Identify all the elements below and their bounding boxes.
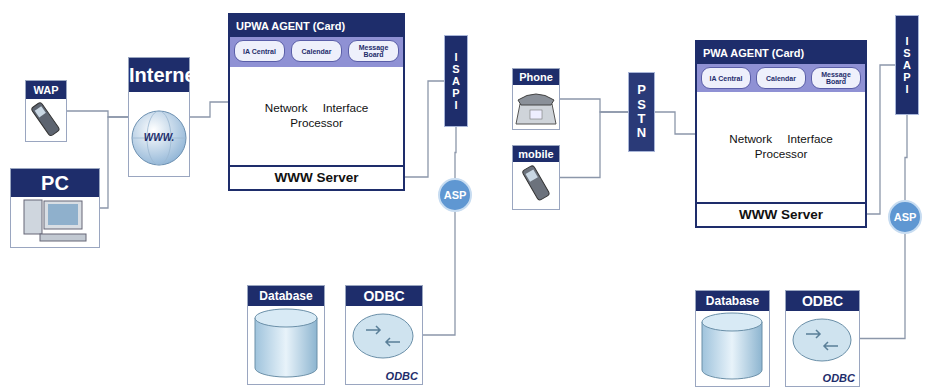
agent-card: PWA AGENT (Card) IA Central Calendar Messag… xyxy=(695,40,867,228)
node-label: PSTN xyxy=(636,83,646,140)
module-pill: Message Board xyxy=(348,40,399,62)
desk-phone-icon xyxy=(516,94,556,124)
vertical-bar: PSTN xyxy=(628,72,655,152)
database-cylinder xyxy=(255,309,317,377)
asp-circle: ASP xyxy=(888,200,922,234)
module-pill: IA Central xyxy=(234,40,285,62)
connector-line xyxy=(190,102,228,117)
labelled-icon-box: Database xyxy=(247,285,325,385)
node-label: WWW Server xyxy=(230,167,403,189)
mobile-phone-icon xyxy=(522,165,550,201)
connector-line xyxy=(67,111,128,117)
node-label: PC xyxy=(11,169,99,197)
connector-line xyxy=(455,127,456,178)
vertical-bar: ISAPI xyxy=(444,35,468,127)
node-label: ASP xyxy=(894,211,917,223)
vertical-bar: ISAPI xyxy=(895,15,919,115)
connector-line xyxy=(905,115,907,200)
node-label: Database xyxy=(696,291,769,311)
node-label: Internet xyxy=(129,58,189,92)
labelled-icon-box: PC xyxy=(10,168,100,248)
node-label: ASP xyxy=(444,189,467,201)
node-label: UPWA AGENT (Card) xyxy=(230,15,403,37)
labelled-icon-box: InternetWWW. xyxy=(128,57,190,177)
node-label: ODBC xyxy=(786,291,859,311)
node-label: Phone xyxy=(513,69,559,85)
labelled-icon-box: Phone xyxy=(512,68,560,130)
database-cylinder xyxy=(702,313,762,379)
node-label: ISAPI xyxy=(903,35,912,95)
connector-line xyxy=(860,234,905,339)
connector-line xyxy=(655,112,695,134)
module-pill: Calendar xyxy=(291,40,342,62)
module-pill: Calendar xyxy=(756,67,806,89)
node-label: mobile xyxy=(513,146,559,162)
node-label: WAP xyxy=(26,81,66,99)
module-pill: IA Central xyxy=(701,67,751,89)
node-label: IA Central xyxy=(241,48,278,55)
node-label: PWA AGENT (Card) xyxy=(697,42,865,64)
node-label: Message Board xyxy=(812,71,860,85)
node-label: WWW Server xyxy=(697,204,865,226)
server-bar: WWW Server xyxy=(697,202,865,226)
connector-line xyxy=(560,99,628,112)
connector-line xyxy=(560,112,628,178)
node-label: ISAPI xyxy=(452,51,461,111)
odbc-router-icon xyxy=(793,319,851,361)
server-bar: WWW Server xyxy=(230,165,403,189)
wap-phone-icon xyxy=(31,102,60,137)
connector-line xyxy=(100,117,128,208)
odbc-router-icon xyxy=(353,314,413,358)
connector-line xyxy=(423,212,455,335)
labelled-icon-box: ODBC ODBC xyxy=(785,290,860,387)
connector-line xyxy=(403,81,444,177)
icon-caption: ODBC xyxy=(386,370,418,382)
labelled-icon-box: Database xyxy=(695,290,770,387)
labelled-icon-box: ODBC ODBC xyxy=(345,285,423,385)
processor-panel: Network Interface Processor xyxy=(697,92,865,202)
agent-card: UPWA AGENT (Card) IA Central Calendar Messa… xyxy=(228,13,405,191)
processor-panel: Network Interface Processor xyxy=(230,67,403,165)
node-label: Message Board xyxy=(349,44,398,58)
asp-circle: ASP xyxy=(438,178,472,212)
labelled-icon-box: WAP xyxy=(25,80,67,142)
node-label: Calendar xyxy=(300,48,334,55)
node-label: ODBC xyxy=(346,286,422,306)
node-label: IA Central xyxy=(708,75,745,82)
pc-icon xyxy=(24,200,86,241)
icon-caption: ODBC xyxy=(823,372,855,384)
globe-text: WWW. xyxy=(129,132,189,143)
node-label: Calendar xyxy=(764,75,798,82)
connector-line xyxy=(865,65,895,214)
node-label: Database xyxy=(248,286,324,306)
node-label: Network Interface Processor xyxy=(697,132,865,161)
module-pill: Message Board xyxy=(811,67,861,89)
node-label: Network Interface Processor xyxy=(230,101,403,130)
labelled-icon-box: mobile xyxy=(512,145,560,210)
